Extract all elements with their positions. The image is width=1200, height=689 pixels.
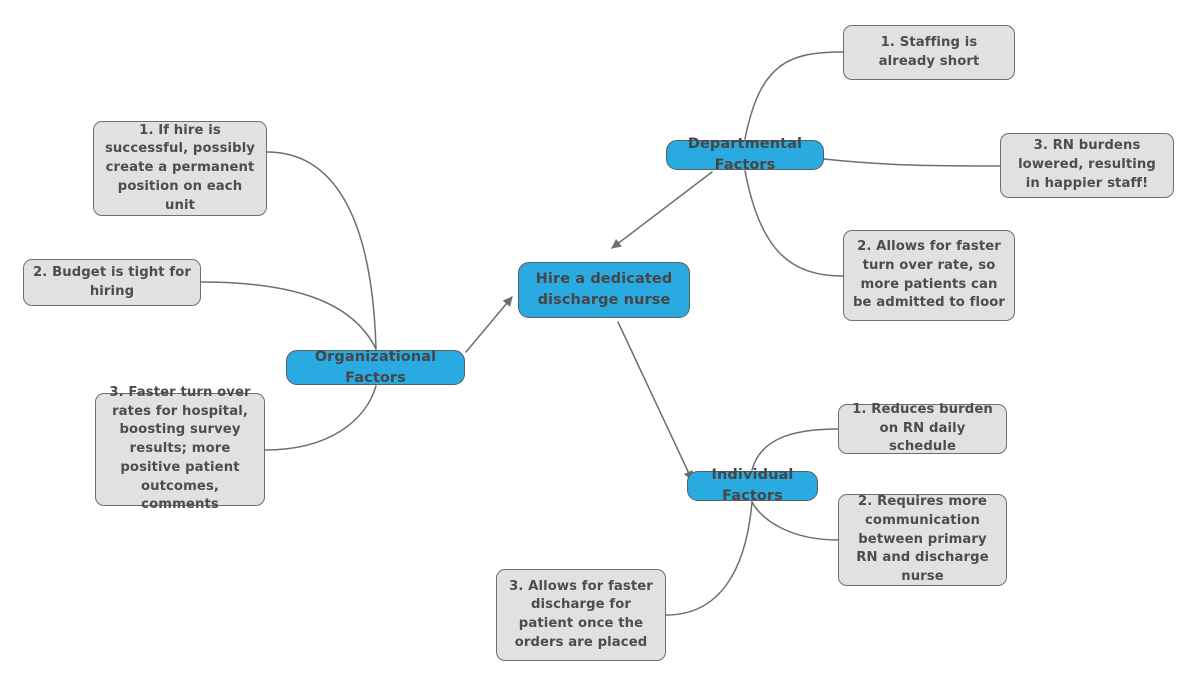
leaf-node-ind-3[interactable]: 3. Allows for faster discharge for patie…	[496, 569, 666, 661]
leaf-node-org-1[interactable]: 1. If hire is successful, possibly creat…	[93, 121, 267, 216]
edge-central-to-individual	[617, 321, 693, 481]
leaf-node-ind-1[interactable]: 1. Reduces burden on RN daily schedule	[838, 401, 1007, 455]
leaf-node-dep-1-label: 1. Staffing is already short	[878, 34, 980, 69]
leaf-node-ind-2[interactable]: 2. Requires more communication between p…	[838, 494, 1007, 586]
branch-node-departmental-label: Departmental Factors	[687, 136, 803, 173]
branch-node-departmental[interactable]: Departmental Factors	[666, 136, 824, 173]
leaf-node-dep-1[interactable]: 1. Staffing is already short	[843, 25, 1015, 80]
edge-organizational-to-org-1	[266, 151, 377, 350]
leaf-node-ind-1-label: 1. Reduces burden on RN daily schedule	[852, 401, 993, 455]
edge-organizational-to-org-2	[200, 281, 377, 350]
branch-node-individual-label: Individual Factors	[711, 467, 794, 504]
edge-departmental-to-dep-2	[744, 170, 844, 277]
leaf-node-dep-2[interactable]: 2. Allows for faster turn over rate, so …	[843, 230, 1015, 321]
edge-organizational-to-central	[465, 296, 513, 353]
edge-individual-to-ind-2	[751, 501, 839, 541]
leaf-node-dep-2-label: 2. Allows for faster turn over rate, so …	[853, 239, 1005, 311]
branch-node-individual[interactable]: Individual Factors	[687, 467, 818, 504]
edge-individual-to-ind-1	[751, 428, 839, 471]
edge-organizational-to-org-3	[264, 385, 377, 451]
edge-departmental-to-central	[611, 171, 713, 249]
leaf-node-dep-3[interactable]: 3. RN burdens lowered, resulting in happ…	[1000, 133, 1174, 198]
leaf-node-org-2[interactable]: 2. Budget is tight for hiring	[23, 259, 201, 306]
branch-node-organizational-label: Organizational Factors	[314, 348, 437, 386]
central-node[interactable]: Hire a dedicated discharge nurse	[518, 262, 690, 318]
leaf-node-org-3-label: 3. Faster turn over rates for hospital, …	[109, 384, 251, 513]
edge-departmental-to-dep-1	[744, 51, 844, 140]
edge-individual-to-ind-3	[665, 501, 753, 616]
leaf-node-org-2-label: 2. Budget is tight for hiring	[33, 264, 191, 299]
leaf-node-ind-3-label: 3. Allows for faster discharge for patie…	[509, 578, 653, 650]
leaf-node-org-3[interactable]: 3. Faster turn over rates for hospital, …	[95, 385, 265, 512]
leaf-node-ind-2-label: 2. Requires more communication between p…	[856, 494, 989, 585]
branch-node-organizational[interactable]: Organizational Factors	[286, 348, 465, 386]
leaf-node-dep-3-label: 3. RN burdens lowered, resulting in happ…	[1018, 138, 1156, 191]
edge-departmental-to-dep-3	[823, 158, 1001, 167]
leaf-node-org-1-label: 1. If hire is successful, possibly creat…	[104, 122, 256, 213]
central-node-label: Hire a dedicated discharge nurse	[535, 271, 673, 308]
